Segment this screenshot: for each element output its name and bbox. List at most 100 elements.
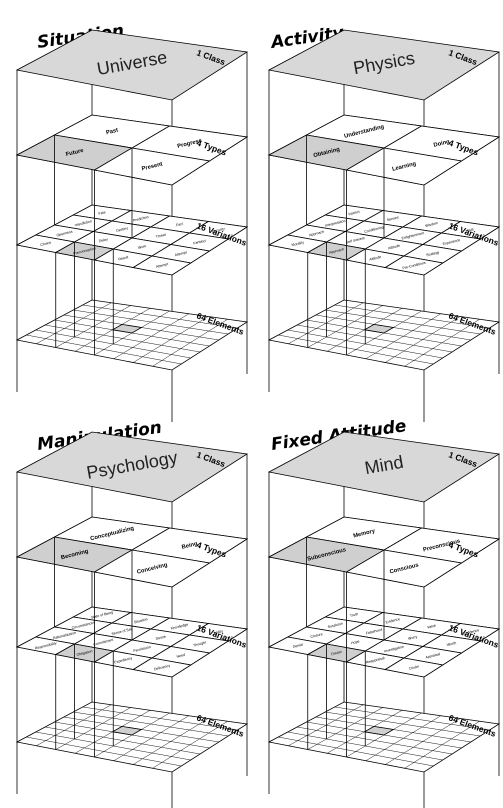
element-grid-line [152, 319, 228, 367]
quad-activity: ActivityPhysicsUnderstandingDoingObtaini… [267, 23, 501, 422]
variation-label: Fact [176, 222, 184, 228]
variation-label: Value [427, 624, 437, 630]
class-plane [15, 29, 249, 101]
variation-label: Need [176, 653, 185, 659]
variation-label: Attempt [174, 250, 187, 257]
variation-label: Skill [467, 228, 475, 234]
variation-label: Commitment [93, 638, 114, 647]
element-grid-line [73, 309, 229, 335]
variation-label: Delay [98, 237, 108, 243]
variation-label: Strategy [426, 250, 440, 257]
type-cell [93, 147, 211, 186]
variation-label: Instinct [348, 210, 360, 217]
variation-label: Responsibility [35, 641, 58, 650]
elements-plane [15, 299, 249, 371]
elements-plane [267, 299, 501, 371]
quad-situation: SituationUniversePastProgressFuturePrese… [15, 21, 249, 422]
variation-label: Attitude [388, 244, 401, 251]
type-label: Being [181, 541, 199, 551]
element-grid-line [325, 309, 481, 335]
type-label: Present [141, 161, 163, 172]
element-grid-line [365, 313, 441, 359]
variation-label: Deficiency [154, 664, 171, 672]
variation-label: Approach [309, 230, 325, 238]
variation-label: Expediency [114, 656, 133, 664]
type-label: Progress [177, 138, 203, 150]
variation-label: Attitude [369, 255, 382, 262]
variation-label: Morality [291, 240, 304, 247]
variation-label: Senses [386, 215, 399, 222]
type-label: Future [65, 148, 85, 158]
element-cell-highlight [111, 323, 143, 334]
element-grid-line [404, 721, 480, 769]
type-label: Doing [433, 139, 451, 149]
variation-label: Choice [40, 241, 52, 248]
variation-label: Obligation [76, 649, 93, 657]
variation-label: Openness [56, 230, 73, 238]
variation-label: Security [212, 227, 226, 234]
variation-label: Fantasy [193, 239, 207, 246]
variation-label: Evidence [385, 617, 400, 624]
type-cell [93, 549, 211, 588]
variation-label: Falsehood [365, 628, 382, 636]
variation-label: Interpretation [325, 219, 347, 228]
element-grid-line [334, 706, 490, 731]
variation-label: Thought [193, 641, 207, 648]
variation-label: Self Interest [346, 236, 366, 245]
variation-label: Interdiction [74, 219, 92, 227]
element-cell-highlight [363, 725, 395, 736]
variation-label: Closure [310, 632, 323, 639]
variation-label: Hope [351, 639, 360, 645]
element-grid-line [133, 718, 209, 765]
variation-label: Investigation [384, 645, 405, 654]
element-grid-line [365, 715, 441, 761]
variation-label: Circumstances [71, 620, 95, 630]
element-grid-line [385, 316, 461, 363]
element-grid-line [82, 304, 238, 329]
class-plane [15, 431, 249, 503]
variation-label: Doubt [409, 664, 419, 670]
element-grid-line [152, 721, 228, 769]
variation-label: Approach [329, 247, 345, 255]
variation-label: Threat [155, 233, 166, 239]
variation-label: Knowledge [170, 622, 188, 630]
element-cell-highlight [111, 725, 143, 736]
variation-label: Destiny [116, 226, 129, 233]
variation-label: Attempt [156, 262, 169, 269]
element-grid-line [113, 715, 189, 761]
type-cell [345, 147, 463, 186]
variation-label: Worry [408, 635, 418, 641]
variation-cell [384, 255, 444, 276]
variation-label: Ability [213, 629, 223, 635]
class-plane [267, 29, 501, 101]
quad-manipulation: ManipulationPsychologyConceptualizingBei… [15, 418, 249, 808]
elements-plane [15, 701, 249, 773]
variation-label: Situation [134, 617, 149, 624]
element-grid-line [73, 711, 229, 737]
element-grid-line [82, 706, 238, 731]
type-label: Memory [353, 528, 377, 539]
class-plane [267, 431, 501, 503]
variation-label: State of Being [91, 610, 114, 619]
variation-label: Truth [350, 612, 359, 618]
element-grid-line [133, 316, 209, 363]
variation-label: Suspicion [327, 621, 343, 629]
element-grid-line [113, 313, 189, 359]
variation-label: Conditioning [364, 225, 384, 234]
element-grid-line [404, 319, 480, 367]
type-label: Past [106, 128, 119, 137]
variation-label: Experience [442, 238, 460, 246]
type-label: Learning [392, 161, 418, 173]
element-grid-line [325, 711, 481, 737]
variation-label: Worth [446, 641, 456, 647]
variation-label: Result [118, 255, 129, 261]
variation-label: Appraisal [425, 652, 441, 660]
variation-label: Work [138, 244, 147, 250]
variation-label: Desire [155, 635, 166, 641]
variation-label: Wisdom [425, 221, 439, 228]
type-cell [345, 549, 463, 588]
variation-label: Denial [292, 643, 303, 649]
variation-label: Reappraisal [366, 656, 386, 665]
variation-label: Prediction [133, 215, 149, 223]
